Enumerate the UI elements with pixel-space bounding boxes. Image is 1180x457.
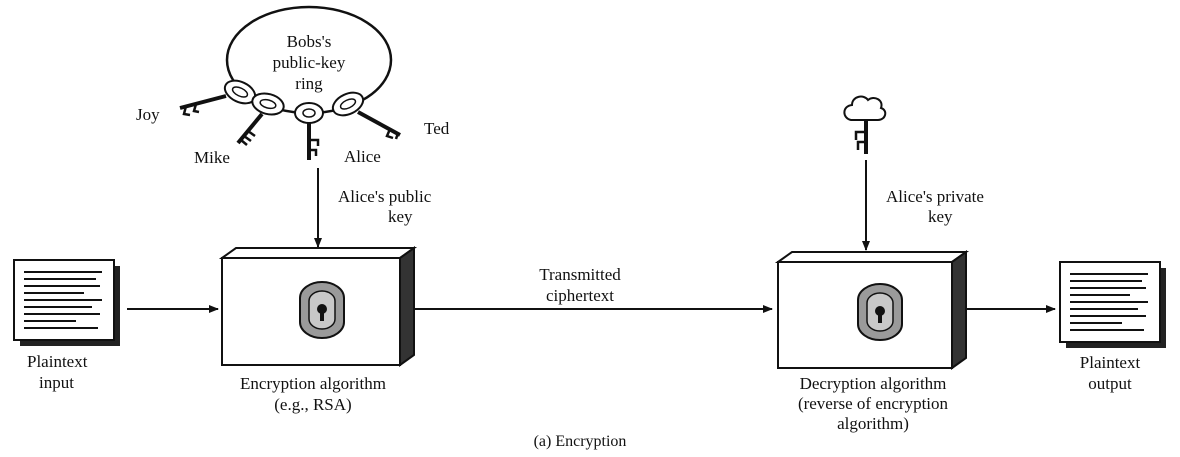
keyring-label-line1: Bobs's: [287, 32, 332, 51]
joy-key-icon: [179, 79, 257, 117]
mike-label: Mike: [194, 148, 230, 167]
decryption-lock-icon: [857, 283, 903, 341]
decryption-label-line1: Decryption algorithm: [800, 374, 947, 393]
plaintext-output-line2: output: [1088, 374, 1132, 393]
keyring-label-line2: public-key: [273, 53, 346, 72]
encryption-lock-icon: [299, 281, 345, 339]
keyring-label-line3: ring: [295, 74, 323, 93]
alice-key-icon: [294, 102, 324, 160]
transmitted-line2: ciphertext: [546, 286, 614, 305]
alice-label: Alice: [344, 147, 381, 166]
plaintext-input-line1: Plaintext: [27, 352, 88, 371]
encryption-box: [218, 246, 418, 367]
transmitted-line1: Transmitted: [539, 265, 621, 284]
public-key-label-line1: Alice's public: [338, 187, 432, 206]
decryption-box: [774, 250, 970, 370]
plaintext-input-line2: input: [39, 373, 74, 392]
ted-label: Ted: [424, 119, 450, 138]
encryption-label-line1: Encryption algorithm: [240, 374, 386, 393]
plaintext-input-document-icon: [13, 259, 120, 346]
private-key-label-line1: Alice's private: [886, 187, 984, 206]
private-key-label-line2: key: [928, 207, 953, 226]
joy-label: Joy: [136, 105, 160, 124]
plaintext-output-document-icon: [1059, 261, 1166, 348]
mike-key-icon: [236, 92, 285, 146]
decryption-label-line2: (reverse of encryption: [798, 394, 949, 413]
encryption-label-line2: (e.g., RSA): [274, 395, 351, 414]
figure-caption: (a) Encryption: [534, 433, 627, 450]
private-key-icon: [843, 95, 887, 154]
public-key-label-line2: key: [388, 207, 413, 226]
decryption-label-line3: algorithm): [837, 414, 909, 433]
ted-key-icon: [331, 91, 401, 140]
plaintext-output-line1: Plaintext: [1080, 353, 1141, 372]
